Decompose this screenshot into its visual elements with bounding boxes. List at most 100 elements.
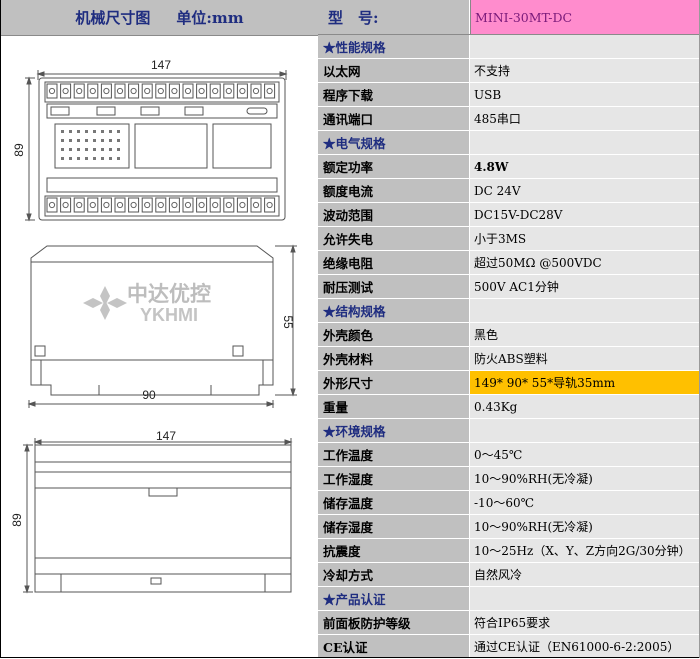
- model-value: MINI-30MT-DC: [470, 0, 700, 34]
- side-view: [27, 244, 297, 408]
- terminal-hole: [48, 201, 56, 209]
- terminal-screw: [168, 83, 180, 99]
- section-value: [470, 35, 700, 58]
- terminal-hole: [157, 87, 164, 95]
- terminal-screw: [236, 197, 248, 213]
- terminal-hole: [198, 201, 205, 209]
- top-height-label: 89: [12, 143, 26, 157]
- terminal-hole: [62, 87, 69, 95]
- terminal-screw: [155, 197, 167, 213]
- mechanical-drawing-panel: 机械尺寸图 单位:mm: [0, 0, 318, 658]
- spec-label: 外壳材料: [318, 347, 470, 370]
- status-led: [109, 148, 112, 151]
- spec-row: 绝缘电阻超过50MΩ @500VDC: [318, 251, 700, 275]
- terminal-hole: [266, 87, 273, 95]
- section-title: ★电气规格: [318, 131, 470, 154]
- spec-value: 4.8W: [470, 155, 700, 178]
- model-row: 型 号: MINI-30MT-DC: [318, 0, 700, 35]
- status-led: [77, 157, 80, 160]
- top-width-label: 147: [151, 58, 171, 72]
- terminal-screw: [87, 83, 99, 99]
- status-led: [61, 139, 64, 142]
- spec-label: 耐压测试: [318, 275, 470, 298]
- terminal-screw: [209, 197, 221, 213]
- spec-value: 0.43Kg: [470, 395, 700, 418]
- spec-label: 前面板防护等级: [318, 611, 470, 634]
- status-led: [85, 139, 88, 142]
- section-value: [470, 587, 700, 610]
- spec-label: 外壳颜色: [318, 323, 470, 346]
- terminal-screw: [196, 83, 208, 99]
- section-row: ★环境规格: [318, 419, 700, 443]
- terminal-screw: [236, 83, 248, 99]
- terminal-screw: [128, 197, 140, 213]
- terminal-hole: [144, 87, 151, 95]
- spec-row: CE认证通过CE认证（EN61000-6-2:2005）: [318, 635, 700, 659]
- terminal-screw: [155, 83, 167, 99]
- terminal-hole: [212, 87, 219, 95]
- section-title: ★环境规格: [318, 419, 470, 442]
- spec-label: 抗震度: [318, 539, 470, 562]
- brand-name-cn: 中达优控: [127, 282, 211, 306]
- spec-row: 前面板防护等级符合IP65要求: [318, 611, 700, 635]
- spec-label: 冷却方式: [318, 563, 470, 586]
- terminal-hole: [225, 201, 232, 209]
- terminal-hole: [184, 87, 192, 95]
- terminal-screw: [100, 197, 112, 213]
- terminal-hole: [157, 201, 164, 209]
- section-title: ★性能规格: [318, 35, 470, 58]
- terminal-hole: [184, 201, 192, 209]
- spec-row: 以太网不支持: [318, 59, 700, 83]
- terminal-screw: [87, 197, 99, 213]
- status-led: [61, 157, 64, 160]
- side-height-label: 55: [281, 315, 295, 329]
- status-led: [117, 148, 120, 151]
- section-row: ★性能规格: [318, 35, 700, 59]
- status-led: [101, 148, 104, 151]
- spec-row: 外壳颜色黑色: [318, 323, 700, 347]
- spec-value: DC 24V: [470, 179, 700, 202]
- status-led: [85, 157, 88, 160]
- bottom-height-label: 89: [10, 513, 24, 527]
- drawing-title: 机械尺寸图: [75, 9, 151, 27]
- terminal-screw: [141, 83, 153, 99]
- spec-row: 外壳材料防火ABS塑料: [318, 347, 700, 371]
- terminal-screw: [60, 83, 72, 99]
- spec-label: 工作温度: [318, 443, 470, 466]
- status-led: [61, 148, 64, 151]
- spec-label: 储存湿度: [318, 515, 470, 538]
- spec-label: 允许失电: [318, 227, 470, 250]
- section-value: [470, 299, 700, 322]
- spec-value: 149* 90* 55*导轨35mm: [470, 371, 700, 394]
- section-title: ★产品认证: [318, 587, 470, 610]
- spec-value: 0～45℃: [470, 443, 700, 466]
- terminal-hole: [130, 87, 137, 95]
- terminal-screw: [209, 83, 221, 99]
- terminal-hole: [89, 201, 96, 209]
- status-led: [101, 130, 104, 133]
- terminal-hole: [212, 201, 219, 209]
- terminal-screw: [141, 197, 153, 213]
- terminal-hole: [48, 87, 56, 95]
- status-led: [69, 148, 72, 151]
- terminal-hole: [62, 201, 69, 209]
- terminal-screw: [73, 197, 85, 213]
- spec-value: 不支持: [470, 59, 700, 82]
- status-led: [77, 139, 80, 142]
- spec-row: 储存温度-10～60℃: [318, 491, 700, 515]
- spec-value: 500V AC1分钟: [470, 275, 700, 298]
- terminal-hole: [239, 201, 246, 209]
- status-led: [77, 130, 80, 133]
